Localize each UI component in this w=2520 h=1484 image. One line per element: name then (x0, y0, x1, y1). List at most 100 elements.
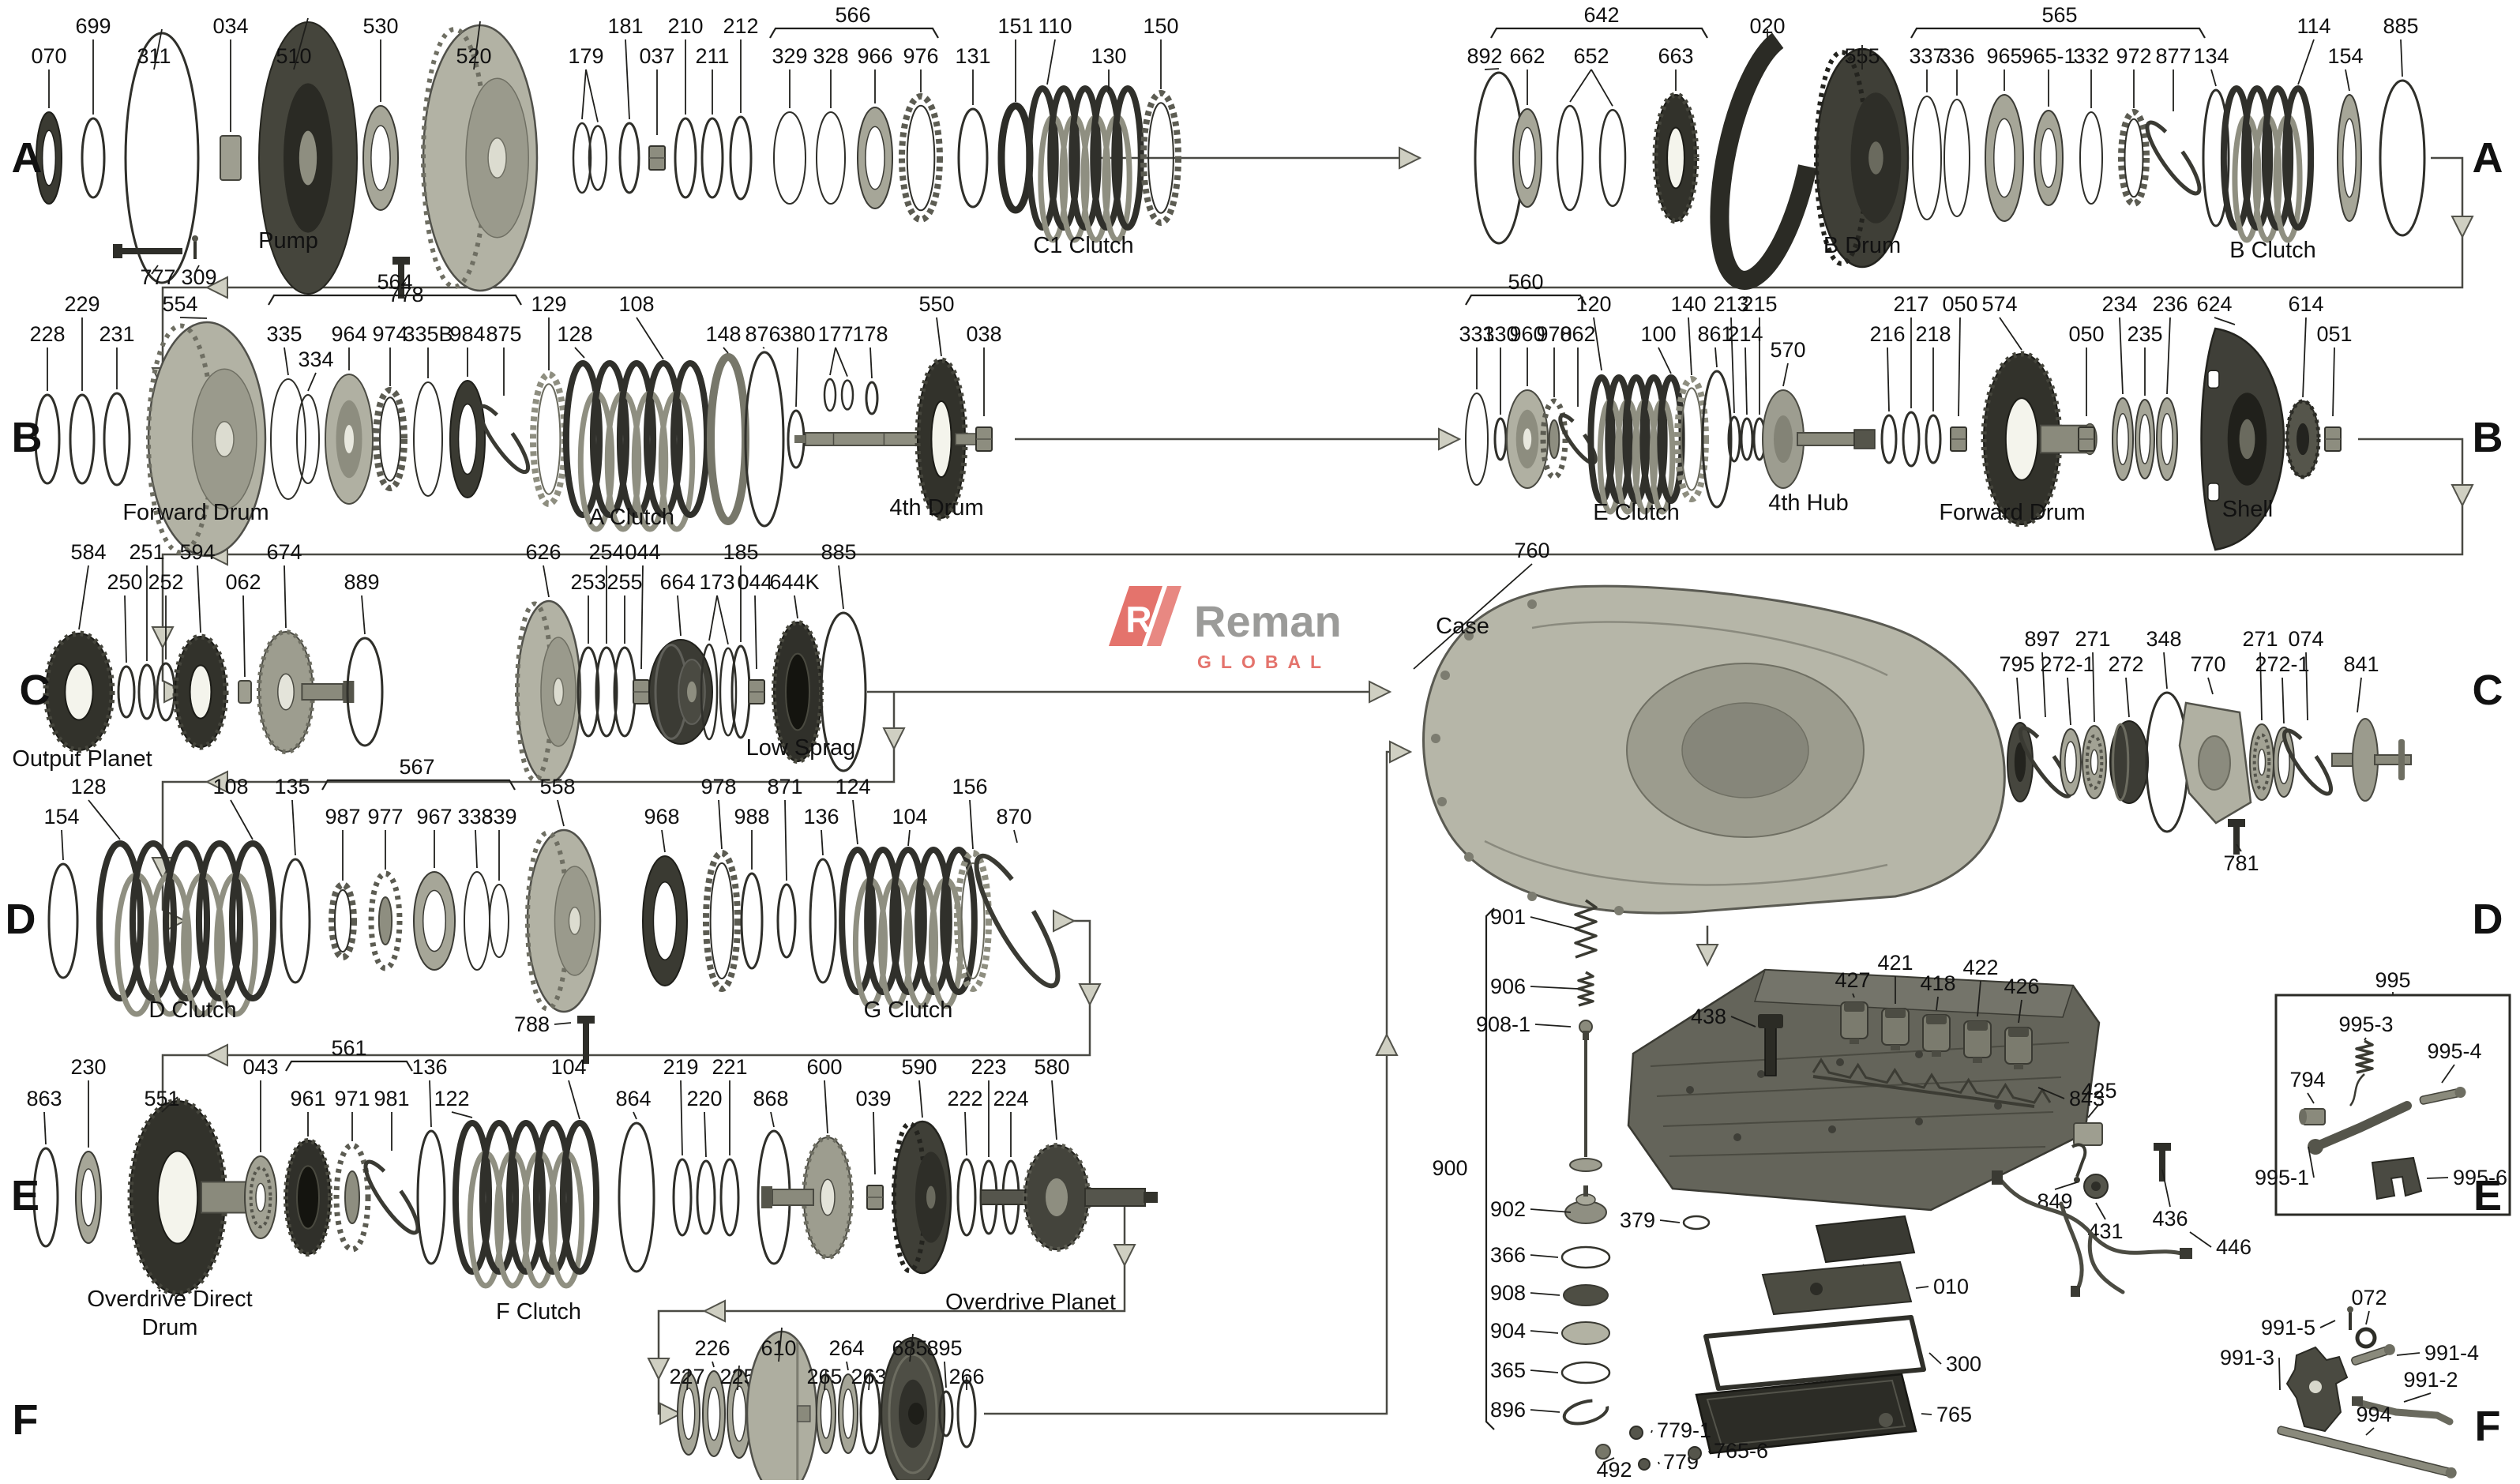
part-965-1: 965-1 (2021, 44, 2076, 206)
logo-brand: Reman (1194, 596, 1342, 646)
part-216: 216 (1869, 322, 1906, 464)
part-181: 181 (607, 14, 644, 194)
part-584: 584 (43, 540, 115, 753)
part-label-226: 226 (694, 1336, 730, 1360)
part-978: 978 (700, 775, 741, 992)
part-label-136e: 136 (411, 1055, 447, 1079)
part-label-336: 336 (1939, 44, 1974, 68)
part-265: 265 (806, 1365, 843, 1454)
part-label-570: 570 (1770, 338, 1805, 362)
part-626: 626 (515, 540, 582, 784)
part-034: 034 (212, 14, 249, 181)
part-label-431: 431 (2087, 1219, 2123, 1243)
part-228: 228 (29, 322, 66, 485)
part-020: 020 (1710, 14, 1825, 290)
part-label-150: 150 (1143, 14, 1178, 38)
part-label-426: 426 (2004, 975, 2039, 998)
part-label-876: 876 (745, 322, 780, 346)
part-213: 213 (1713, 292, 1749, 463)
part-label-972: 972 (2116, 44, 2151, 68)
part-365: 365 (1490, 1358, 1611, 1384)
part-label-870: 870 (996, 805, 1031, 828)
part-425: 425 (2073, 1079, 2117, 1146)
part-label-436: 436 (2152, 1207, 2188, 1230)
part-label-140: 140 (1670, 292, 1706, 316)
valve-body-zone: 900995901906908-190236690890436589637943… (1432, 899, 2511, 1482)
row-letter-f-right: F (2475, 1403, 2501, 1450)
part-label-124: 124 (835, 775, 870, 798)
part-379: 379 (1620, 1208, 1711, 1232)
part-134: 134 (2193, 44, 2230, 227)
part-210: 210 (667, 14, 704, 199)
part-label-050b: 050 (2068, 322, 2104, 346)
part-223: 223 (971, 1055, 1007, 1235)
row-letter-c-right: C (2473, 667, 2503, 714)
part-263: 263 (851, 1365, 887, 1455)
part-label-861: 861 (1697, 322, 1733, 346)
part-154d: 154 (43, 805, 80, 979)
part-label-966: 966 (857, 44, 892, 68)
part-label-337: 337 (1909, 44, 1944, 68)
part-label-366: 366 (1490, 1243, 1526, 1267)
row-letter-e-left: E (11, 1172, 39, 1219)
part-154: 154 (2327, 44, 2364, 222)
part-889: 889 (344, 570, 384, 747)
part-label-217: 217 (1893, 292, 1928, 316)
part-label-961: 961 (290, 1087, 325, 1110)
part-label-348: 348 (2146, 627, 2181, 651)
part-label-438: 438 (1691, 1005, 1726, 1028)
part-label-896: 896 (1490, 1398, 1526, 1422)
part-label-219: 219 (663, 1055, 698, 1079)
part-236: 236 (2152, 292, 2188, 481)
bracket-567 (321, 779, 516, 791)
part-label-154d: 154 (43, 805, 79, 828)
part-010: 010 (1761, 1260, 1969, 1316)
caption-case: Case (1436, 614, 1489, 639)
part-968: 968 (642, 805, 688, 986)
part-110: 110 (1026, 14, 1144, 243)
caption-overdrive-direct: Overdrive Direct (87, 1287, 253, 1312)
row-c: 5842502512525940626748896262532542550446… (12, 539, 2412, 915)
caption-pump: Pump (258, 228, 318, 254)
part-875: 875 (477, 322, 531, 475)
part-label-255: 255 (607, 570, 642, 594)
part-shaft-b (794, 432, 918, 446)
part-label-594: 594 (179, 540, 215, 564)
part-label-889: 889 (344, 570, 379, 594)
part-label-988: 988 (734, 805, 769, 828)
part-179: 179 (568, 44, 608, 194)
part-label-100: 100 (1640, 322, 1676, 346)
part-label-365: 365 (1490, 1358, 1526, 1382)
caption-shell: Shell (2222, 497, 2274, 522)
part-label-331: 331 (1459, 322, 1494, 346)
part-995-6: 995-6 (2371, 1156, 2507, 1200)
part-148: 148 (705, 322, 749, 525)
part-label-264: 264 (828, 1336, 864, 1360)
part-label-311: 311 (137, 44, 171, 68)
caption-drum: Drum (142, 1315, 198, 1340)
part-label-994: 994 (2356, 1403, 2391, 1426)
part-label-271b: 271 (2242, 627, 2278, 651)
part-label-904: 904 (1490, 1319, 1526, 1343)
part-label-995-3: 995-3 (2338, 1013, 2393, 1036)
part-334: 334 (296, 348, 334, 484)
bracket-label-567: 567 (399, 755, 434, 779)
part-991-4: 991-4 (2351, 1341, 2479, 1366)
part-906: 906 (1490, 971, 1594, 1007)
part-label-051: 051 (2316, 322, 2352, 346)
row-letter-e-right: E (2473, 1172, 2502, 1219)
part-label-863: 863 (26, 1087, 62, 1110)
part-label-908: 908 (1490, 1281, 1526, 1305)
caption-forward-drum: Forward Drum (1939, 500, 2085, 525)
part-label-978: 978 (700, 775, 736, 798)
row-letter-d-right: D (2473, 896, 2503, 943)
part-label-965-1: 965-1 (2021, 44, 2075, 68)
part-124: 124 (835, 775, 871, 845)
part-label-699: 699 (75, 14, 111, 38)
caption-c1-clutch: C1 Clutch (1033, 233, 1133, 258)
caption-f-clutch: F Clutch (496, 1299, 581, 1324)
part-871: 871 (767, 775, 803, 959)
part-label-558: 558 (539, 775, 575, 798)
